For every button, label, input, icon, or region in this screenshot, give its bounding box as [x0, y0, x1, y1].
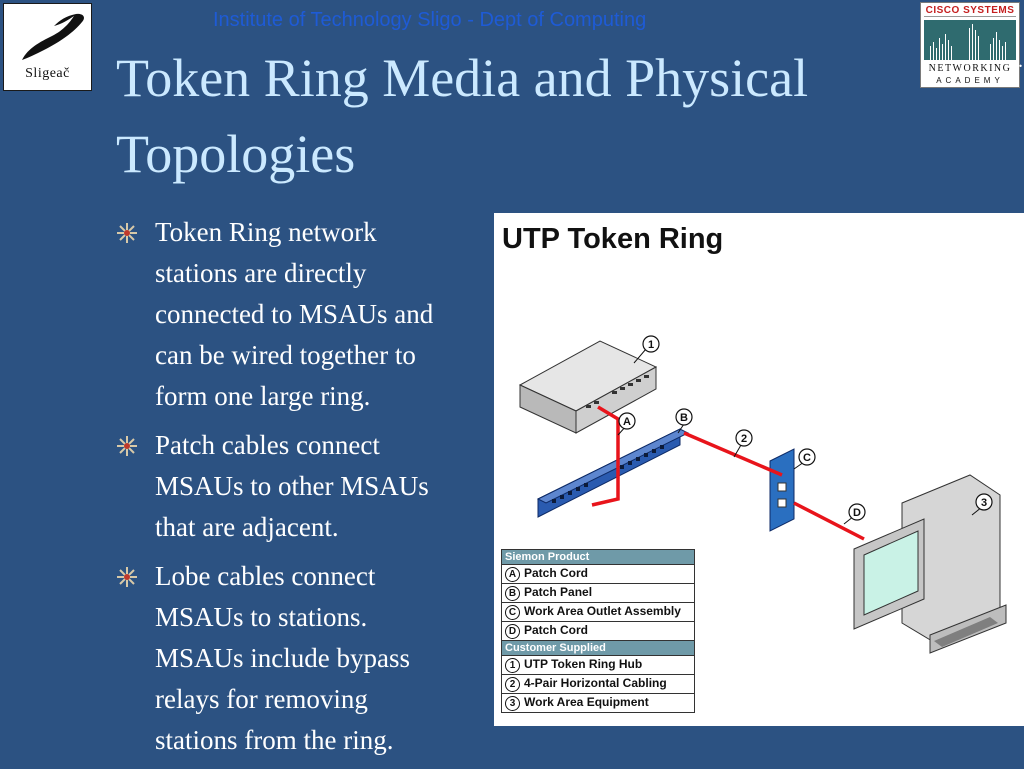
- bullet-text: Token Ring network stations are directly…: [155, 217, 434, 411]
- legend-section-customer: Customer Supplied: [501, 640, 695, 656]
- bullet-text: Patch cables connect MSAUs to other MSAU…: [155, 430, 429, 542]
- sligo-logo: Sligeač: [3, 3, 92, 91]
- legend-section-siemon: Siemon Product: [501, 549, 695, 565]
- diagram-graphic: 1 A B 2 C D 3: [518, 335, 1007, 654]
- bullet-item: Lobe cables connect MSAUs to stations. M…: [116, 556, 516, 761]
- cisco-academy: ACADEMY: [936, 76, 1004, 85]
- callout-3: 3: [981, 497, 987, 509]
- utp-token-ring-diagram: UTP Token Ring: [494, 213, 1024, 726]
- dot-mark: .: [1018, 50, 1023, 72]
- institute-header: Institute of Technology Sligo - Dept of …: [213, 9, 647, 31]
- workstation-pc: [853, 474, 1007, 654]
- bullet-star-icon: [117, 223, 137, 243]
- bullet-star-icon: [117, 436, 137, 456]
- cisco-logo: CISCO SYSTEMS NETWORKING ACADEMY: [920, 2, 1020, 88]
- cisco-brand: CISCO SYSTEMS: [924, 5, 1016, 17]
- work-area-outlet: [769, 448, 795, 532]
- callout-C: C: [803, 452, 811, 464]
- cable-links: [591, 405, 865, 541]
- bullet-item: Token Ring network stations are directly…: [116, 212, 516, 417]
- page-title: Token Ring Media and Physical Topologies: [116, 48, 809, 184]
- diagram-title: UTP Token Ring: [502, 223, 724, 255]
- cisco-networking: NETWORKING: [928, 63, 1012, 74]
- callout-D: D: [853, 507, 861, 519]
- callout-1: 1: [648, 339, 654, 351]
- bullet-star-icon: [117, 567, 137, 587]
- callout-2: 2: [741, 433, 747, 445]
- swan-icon: [22, 13, 84, 60]
- bullet-item: Patch cables connect MSAUs to other MSAU…: [116, 425, 516, 548]
- callout-A: A: [623, 416, 631, 428]
- bullet-text: Lobe cables connect MSAUs to stations. M…: [155, 561, 410, 755]
- bullet-list: Token Ring network stations are directly…: [116, 212, 516, 769]
- patch-panel: [536, 428, 690, 518]
- callout-B: B: [680, 412, 688, 424]
- sligo-wordmark: Sligeač: [25, 66, 70, 81]
- hub-device: [518, 340, 658, 434]
- skyline-graphic: [924, 20, 1016, 60]
